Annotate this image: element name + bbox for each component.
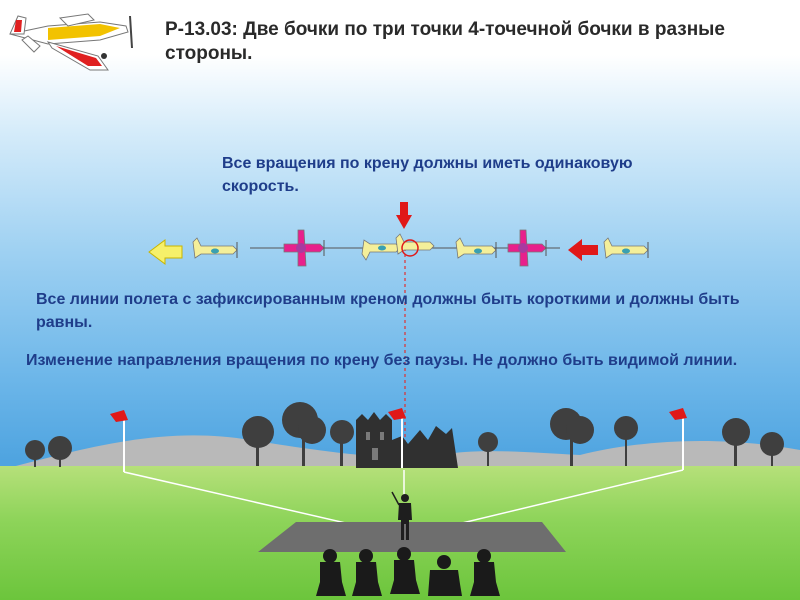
plane-entry-icon xyxy=(603,237,649,259)
flag-center-icon xyxy=(388,408,406,468)
flag-left-icon xyxy=(110,410,128,472)
plane-normal-right-icon xyxy=(455,237,497,259)
plane-exit-icon xyxy=(192,237,238,259)
entry-arrow-icon xyxy=(568,239,598,261)
plane-knife-edge-left-icon xyxy=(283,229,325,267)
trees xyxy=(25,402,784,467)
exit-arrow-icon xyxy=(148,239,183,265)
note-direction-change: Изменение направления вращения по крену … xyxy=(26,352,738,369)
note-roll-rate: Все вращения по крену должны иметь одина… xyxy=(222,155,633,195)
pilot-silhouette-icon xyxy=(391,491,412,540)
center-marker-arrow xyxy=(396,202,412,229)
page-title: Р-13.03: Две бочки по три точки 4-точечн… xyxy=(165,19,725,64)
runway xyxy=(258,522,566,552)
flag-right-icon xyxy=(669,408,687,470)
judge-silhouette-icon xyxy=(316,547,500,596)
plane-center-icon xyxy=(395,233,435,257)
plane-inverted-left-icon xyxy=(361,239,401,261)
note-fixed-bank-lines: Все линии полета с зафиксированным крено… xyxy=(36,291,740,331)
plane-knife-edge-right-icon xyxy=(507,229,547,267)
castle-ruin-icon xyxy=(356,412,458,468)
aerobatic-plane-icon xyxy=(9,13,133,71)
